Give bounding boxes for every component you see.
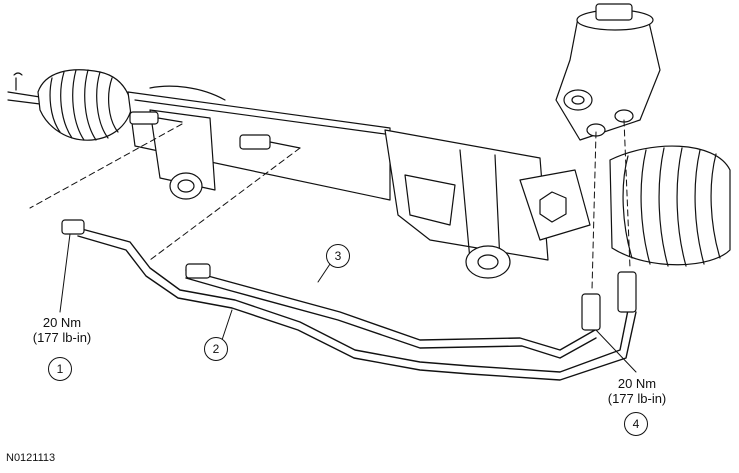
figure-id: N0121113 <box>6 452 56 464</box>
callout-2: 2 <box>204 337 228 361</box>
adjuster-plug <box>519 169 591 241</box>
torque-nm-4: 20 Nm <box>617 376 657 391</box>
torque-lbin-1: (177 lb-in) <box>32 330 92 345</box>
left-tie-rod <box>7 72 41 105</box>
torque-label-1: 20 Nm (177 lb-in) <box>30 315 94 345</box>
center-mount-bracket <box>384 129 549 279</box>
housing-port-fittings <box>129 111 301 150</box>
valve-housing <box>555 3 661 141</box>
torque-nm-1: 20 Nm <box>42 315 82 330</box>
return-line <box>61 219 637 381</box>
callout-3: 3 <box>326 244 350 268</box>
left-bellows-boot <box>37 69 133 141</box>
pressure-line <box>185 263 601 359</box>
callout-1: 1 <box>48 357 72 381</box>
torque-label-4: 20 Nm (177 lb-in) <box>600 376 674 406</box>
callout-4: 4 <box>624 412 648 436</box>
right-bellows-boot <box>609 145 731 267</box>
torque-lbin-4: (177 lb-in) <box>607 391 667 406</box>
callout-leaders <box>59 233 637 373</box>
left-mount-bushing <box>149 109 216 200</box>
leader-lines <box>29 119 631 291</box>
